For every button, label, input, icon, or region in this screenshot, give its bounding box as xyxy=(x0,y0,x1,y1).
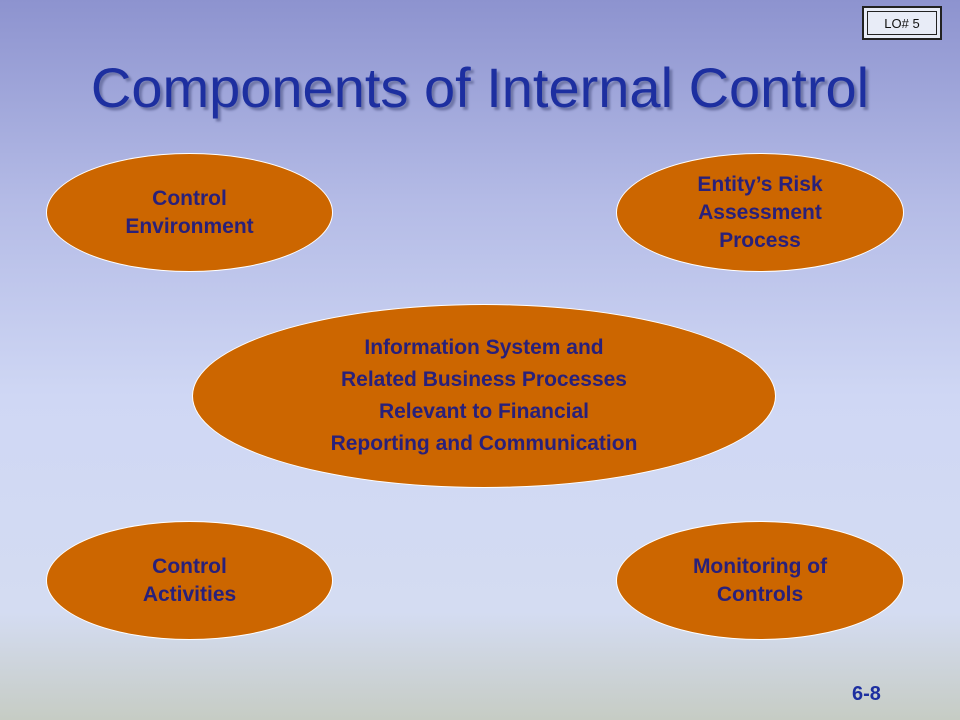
control-environment-label: Control Environment xyxy=(125,186,254,238)
slide-number: 6-8 xyxy=(852,683,881,705)
slide-title: Components of Internal Control xyxy=(90,56,870,119)
risk-assessment-oval: Entity’s Risk Assessment Process xyxy=(616,153,904,272)
monitoring-oval: Monitoring of Controls xyxy=(616,521,904,640)
lo-badge-label: LO# 5 xyxy=(884,15,920,31)
control-environment-oval: Control Environment xyxy=(46,153,333,272)
information-system-oval: Information System and Related Business … xyxy=(192,304,776,488)
risk-assessment-label: Entity’s Risk Assessment Process xyxy=(697,172,823,252)
monitoring-label: Monitoring of Controls xyxy=(692,554,828,606)
control-activities-oval: Control Activities xyxy=(46,521,333,640)
lo-badge: LO# 5 xyxy=(862,6,942,40)
information-system-label: Information System and Related Business … xyxy=(330,336,638,455)
control-activities-label: Control Activities xyxy=(142,554,237,606)
